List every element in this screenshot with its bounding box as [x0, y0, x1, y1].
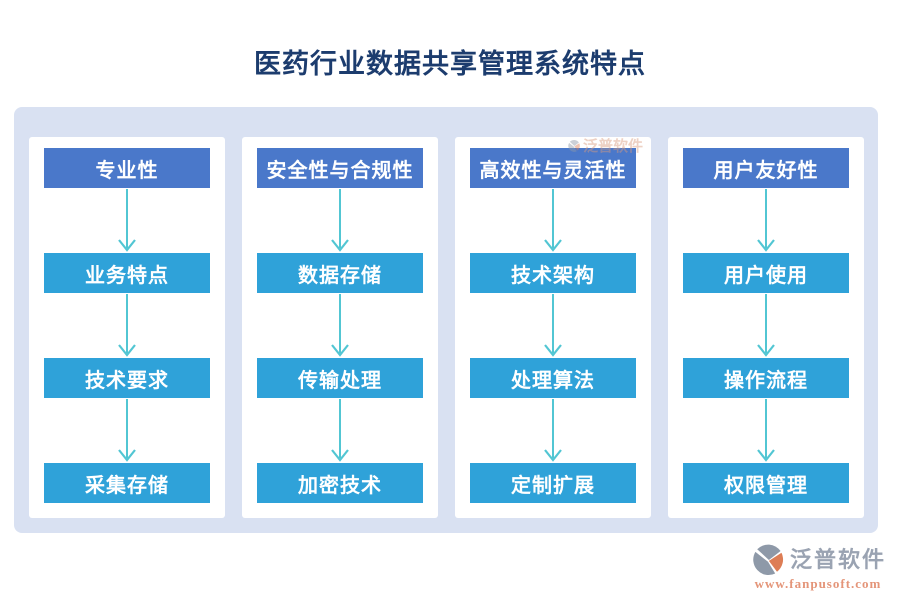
arrow-down-icon — [542, 293, 564, 358]
arrow-down-icon — [329, 188, 351, 253]
flow-item-box: 操作流程 — [683, 358, 849, 398]
arrow-down-icon — [116, 188, 138, 253]
arrow-down-icon — [542, 398, 564, 463]
column-card-user-friendliness: 用户友好性 用户使用 操作流程 权限管理 — [668, 137, 864, 518]
column-header-box: 安全性与合规性 — [257, 148, 423, 188]
arrow-down-icon — [329, 293, 351, 358]
column-card-security-compliance: 安全性与合规性 数据存储 传输处理 加密技术 — [242, 137, 438, 518]
fanpu-logo-icon — [753, 544, 784, 576]
flow-item-box: 用户使用 — [683, 253, 849, 293]
arrow-down-icon — [755, 188, 777, 253]
brand-name: 泛普软件 — [789, 546, 886, 572]
arrow-down-icon — [542, 188, 564, 253]
flow-item-box: 传输处理 — [257, 358, 423, 398]
flow-item-box: 业务特点 — [44, 253, 210, 293]
flow-item-box: 数据存储 — [257, 253, 423, 293]
arrow-down-icon — [116, 293, 138, 358]
column-header-box: 用户友好性 — [683, 148, 849, 188]
brand-footer: 泛普软件 www.fanpusoft.com — [750, 542, 886, 592]
diagram-panel: 专业性 业务特点 技术要求 采集存储 安全性与合规性 数据存储 传输处理 加密技… — [14, 107, 878, 533]
flow-item-box: 技术架构 — [470, 253, 636, 293]
flow-item-box: 加密技术 — [257, 463, 423, 503]
flow-item-box: 采集存储 — [44, 463, 210, 503]
flow-item-box: 权限管理 — [683, 463, 849, 503]
column-card-professionalism: 专业性 业务特点 技术要求 采集存储 — [29, 137, 225, 518]
column-card-efficiency-flexibility: 泛普软件 高效性与灵活性 技术架构 处理算法 定制扩展 — [455, 137, 651, 518]
brand-url: www.fanpusoft.com — [754, 576, 882, 591]
column-header-box: 专业性 — [44, 148, 210, 188]
arrow-down-icon — [755, 398, 777, 463]
flow-item-box: 定制扩展 — [470, 463, 636, 503]
flow-item-box: 技术要求 — [44, 358, 210, 398]
arrow-down-icon — [116, 398, 138, 463]
page-title: 医药行业数据共享管理系统特点 — [254, 49, 646, 79]
arrow-down-icon — [329, 398, 351, 463]
flow-item-box: 处理算法 — [470, 358, 636, 398]
arrow-down-icon — [755, 293, 777, 358]
column-header-box: 高效性与灵活性 — [470, 148, 636, 188]
